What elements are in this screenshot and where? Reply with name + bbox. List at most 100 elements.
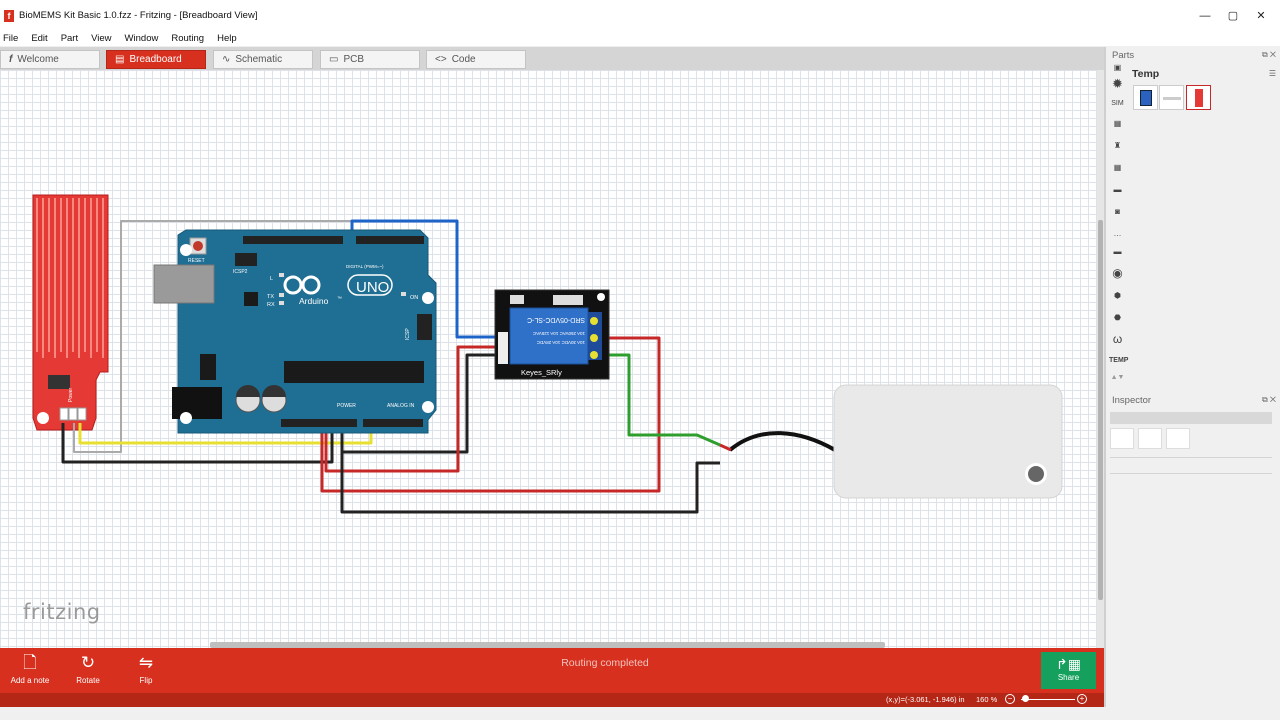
tab-code[interactable]: <> Code (426, 50, 526, 69)
relay-spec-1: 10A 250VAC 10A 125VAC (532, 331, 585, 336)
bin-more-icon[interactable]: … (1113, 229, 1122, 238)
window-title: BioMEMS Kit Basic 1.0.fzz - Fritzing - [… (19, 10, 258, 21)
bin-ic-icon[interactable]: ▦ (1113, 163, 1122, 172)
add-note-label: Add a note (10, 676, 50, 685)
tab-welcome[interactable]: f Welcome (0, 50, 100, 69)
wire-gnd-relay[interactable] (340, 353, 495, 454)
relay-model-text: SRD-05VDC-SL-C (527, 316, 585, 323)
bin-temp-icon[interactable]: TEMP (1109, 357, 1129, 364)
menu-bar: File Edit Part View Window Routing Help (0, 31, 1280, 46)
bin-resistor-icon[interactable]: ▬ (1113, 185, 1122, 194)
inspector-panel-controls[interactable]: ⧉ ✕ (1261, 395, 1276, 404)
minimize-button[interactable]: — (1199, 10, 1211, 22)
bin-gear-icon[interactable]: ✹ (1112, 76, 1123, 91)
menu-file[interactable]: File (3, 33, 19, 44)
bin-antenna-icon[interactable]: ◉ (1112, 266, 1123, 280)
parts-panel-controls[interactable]: ⧉ ✕ (1261, 50, 1276, 59)
menu-help[interactable]: Help (217, 33, 237, 44)
zoom-out-button[interactable]: − (1005, 694, 1015, 704)
rotate-button[interactable]: ↻ Rotate (58, 652, 118, 685)
pcb-icon: ▭ (329, 54, 339, 65)
reset-button[interactable] (193, 241, 203, 251)
part-thumb-wire[interactable] (1159, 85, 1184, 110)
close-button[interactable]: ✕ (1256, 10, 1266, 22)
bin-hex-icon[interactable]: ⬣ (1114, 313, 1121, 322)
load-device[interactable] (833, 384, 1063, 499)
menu-routing[interactable]: Routing (171, 33, 205, 44)
horizontal-scrollbar[interactable] (210, 642, 885, 648)
parts-panel-title: Parts (1112, 50, 1135, 61)
part-thumb-sensor[interactable] (1186, 85, 1211, 110)
title-bar: f BioMEMS Kit Basic 1.0.fzz - Fritzing -… (0, 0, 1280, 31)
menu-window[interactable]: Window (124, 33, 159, 44)
schematic-icon: ∿ (222, 54, 231, 65)
digital-label: DIGITAL (PWM=~) (346, 264, 384, 269)
water-level-sensor[interactable]: Power (32, 194, 109, 431)
wire-analog-yellow[interactable] (78, 423, 373, 445)
inspector-view-1 (1110, 428, 1134, 449)
inspector-divider (1110, 457, 1272, 458)
vertical-scroll-thumb[interactable] (1098, 220, 1103, 600)
bin-core-icon[interactable]: ▣ (1113, 63, 1122, 72)
arduino-uno-board[interactable]: RESET ICSP2 DIGITAL (PWM=~) UNO Arduino … (153, 229, 437, 434)
header-analog (363, 419, 423, 427)
arduino-brand: Arduino (299, 296, 329, 306)
fritzing-f-icon: f (9, 54, 13, 65)
flip-label: Flip (139, 676, 153, 685)
parts-bin-menu-icon[interactable]: ☰ (1268, 69, 1276, 78)
breadboard-icon: ▤ (115, 54, 125, 65)
icsp-header (417, 314, 432, 340)
menu-view[interactable]: View (91, 33, 112, 44)
maximize-button[interactable]: ▢ (1227, 10, 1239, 22)
vertical-scrollbar[interactable] (1097, 70, 1104, 648)
wires (61, 219, 836, 514)
bin-board-icon[interactable]: ▬ (1113, 247, 1122, 256)
tab-schematic[interactable]: ∿ Schematic (213, 50, 313, 69)
relay-name: Keyes_SRly (521, 368, 562, 377)
bin-scroll-arrows[interactable]: ▲▼ (1110, 374, 1125, 381)
breadboard-canvas[interactable]: Power RESET ICSP2 (0, 70, 1097, 648)
inspector-panel-title: Inspector (1112, 395, 1152, 406)
bin-chip-icon[interactable]: ▦ (1113, 119, 1122, 128)
part-thumb-arduino[interactable] (1133, 85, 1158, 110)
tab-label: PCB (343, 54, 365, 65)
atmega-chip (284, 361, 424, 383)
zoom-slider-handle[interactable] (1022, 695, 1029, 702)
code-icon: <> (435, 54, 447, 65)
wire-gnd-load[interactable] (340, 452, 720, 514)
icsp2-label: ICSP2 (233, 269, 248, 275)
bin-mug-icon[interactable]: ω (1112, 332, 1123, 346)
bin-module-icon[interactable]: ◙ (1115, 207, 1120, 216)
bin-sim-icon[interactable]: SIM (1111, 100, 1124, 107)
menu-edit[interactable]: Edit (31, 33, 48, 44)
sensor-chip (48, 375, 70, 389)
wire-5v-relay-vcc[interactable] (324, 345, 495, 473)
tab-breadboard[interactable]: ▤ Breadboard (106, 50, 206, 69)
sensor-power-label: Power (68, 387, 74, 402)
zoom-slider[interactable] (1021, 699, 1075, 700)
load-cable (728, 431, 836, 452)
inspector-divider (1110, 473, 1272, 474)
wire-digital-blue[interactable] (350, 219, 495, 339)
add-note-button[interactable]: 🗋 Add a note (0, 652, 60, 685)
header-digital-upper (243, 236, 343, 244)
flip-button[interactable]: ⇋ Flip (116, 652, 176, 685)
wire-gnd-black-1[interactable] (61, 423, 334, 464)
parts-bin-list: ▣ ✹ SIM ▦ ♜ ▦ ▬ ◙ … ▬ ◉ ⬢ ⬣ ω TEMP ▲▼ (1106, 61, 1128, 391)
zoom-in-button[interactable]: + (1077, 694, 1087, 704)
wire-no-green[interactable] (594, 353, 721, 447)
bin-lamp-icon[interactable]: ♜ (1113, 141, 1122, 150)
bin-motor-icon[interactable]: ⬢ (1114, 291, 1121, 300)
rotate-label: Rotate (76, 676, 100, 685)
tab-label: Welcome (17, 54, 59, 65)
note-icon: 🗋 (23, 653, 37, 672)
menu-part[interactable]: Part (60, 33, 79, 44)
share-label: Share (1057, 673, 1080, 682)
relay-module[interactable]: SRD-05VDC-SL-C 10A 250VAC 10A 125VAC 10A… (494, 289, 610, 380)
wire-5v-relay-com[interactable] (320, 336, 661, 493)
share-button[interactable]: ↱▦ Share (1041, 652, 1096, 689)
cursor-coordinates: (x,y)=(-3.061, -1.946) in (886, 695, 965, 704)
tab-pcb[interactable]: ▭ PCB (320, 50, 420, 69)
header-digital-lower (356, 236, 424, 244)
sensor-traces (36, 198, 104, 358)
